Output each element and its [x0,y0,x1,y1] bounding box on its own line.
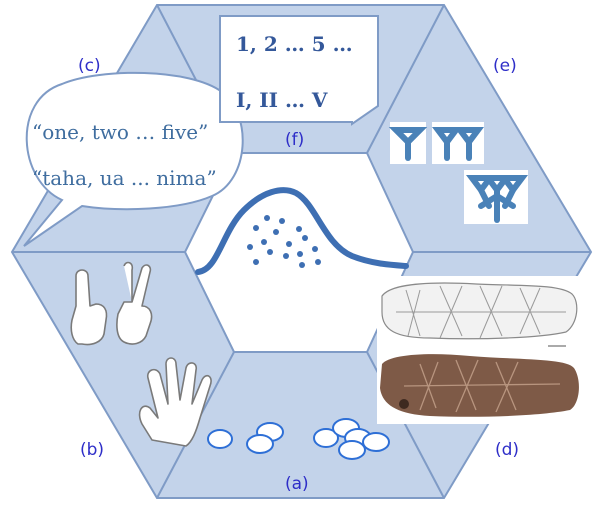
words-line-2: “taha, ua ... nima” [32,166,217,190]
panel-label-f: (f) [285,130,305,150]
bell-curve-icon [195,187,409,275]
engraved-bone-artifact-image [377,276,584,424]
counting-tokens-icon [207,418,390,460]
panel-label-d: (d) [495,440,520,460]
panel-label-e: (e) [493,56,517,76]
panel-label-a: (a) [285,474,309,494]
numerals-line-2: I, II … V [236,88,328,112]
words-line-1: “one, two … five” [32,120,209,144]
finger-counting-hands-icon [70,261,153,346]
numerals-speech-bubble [219,15,379,126]
panel-label-c: (c) [78,56,101,76]
panel-label-b: (b) [80,440,105,460]
numerals-line-1: 1, 2 … 5 … [236,32,353,56]
open-hand-icon [138,357,212,447]
cuneiform-numerals-icon [388,122,528,224]
